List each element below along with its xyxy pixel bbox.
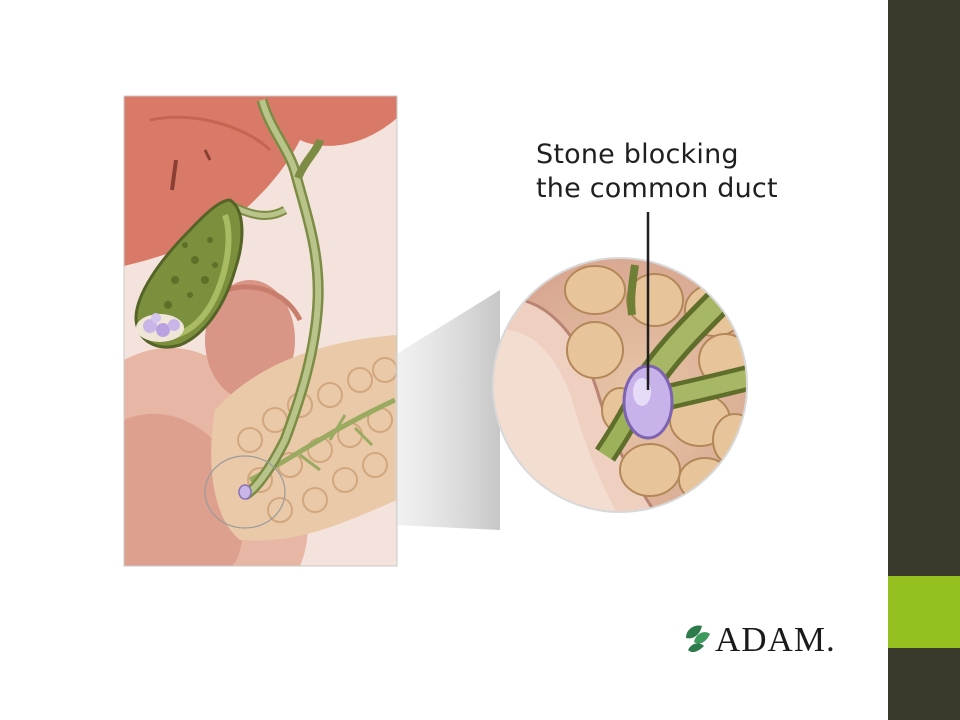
anatomy-illustration — [123, 95, 748, 653]
sidebar-accent-square — [888, 576, 960, 648]
callout-label: Stone blocking the common duct — [536, 138, 836, 206]
magnification-beam — [395, 290, 500, 530]
callout-line-1: Stone blocking — [536, 139, 739, 170]
logo-text: ADAM. — [715, 620, 836, 659]
adam-logo: ADAM. — [683, 618, 836, 662]
left-anatomy-panel — [124, 96, 397, 566]
leaf-icon — [686, 625, 710, 653]
callout-line-2: the common duct — [536, 173, 778, 204]
